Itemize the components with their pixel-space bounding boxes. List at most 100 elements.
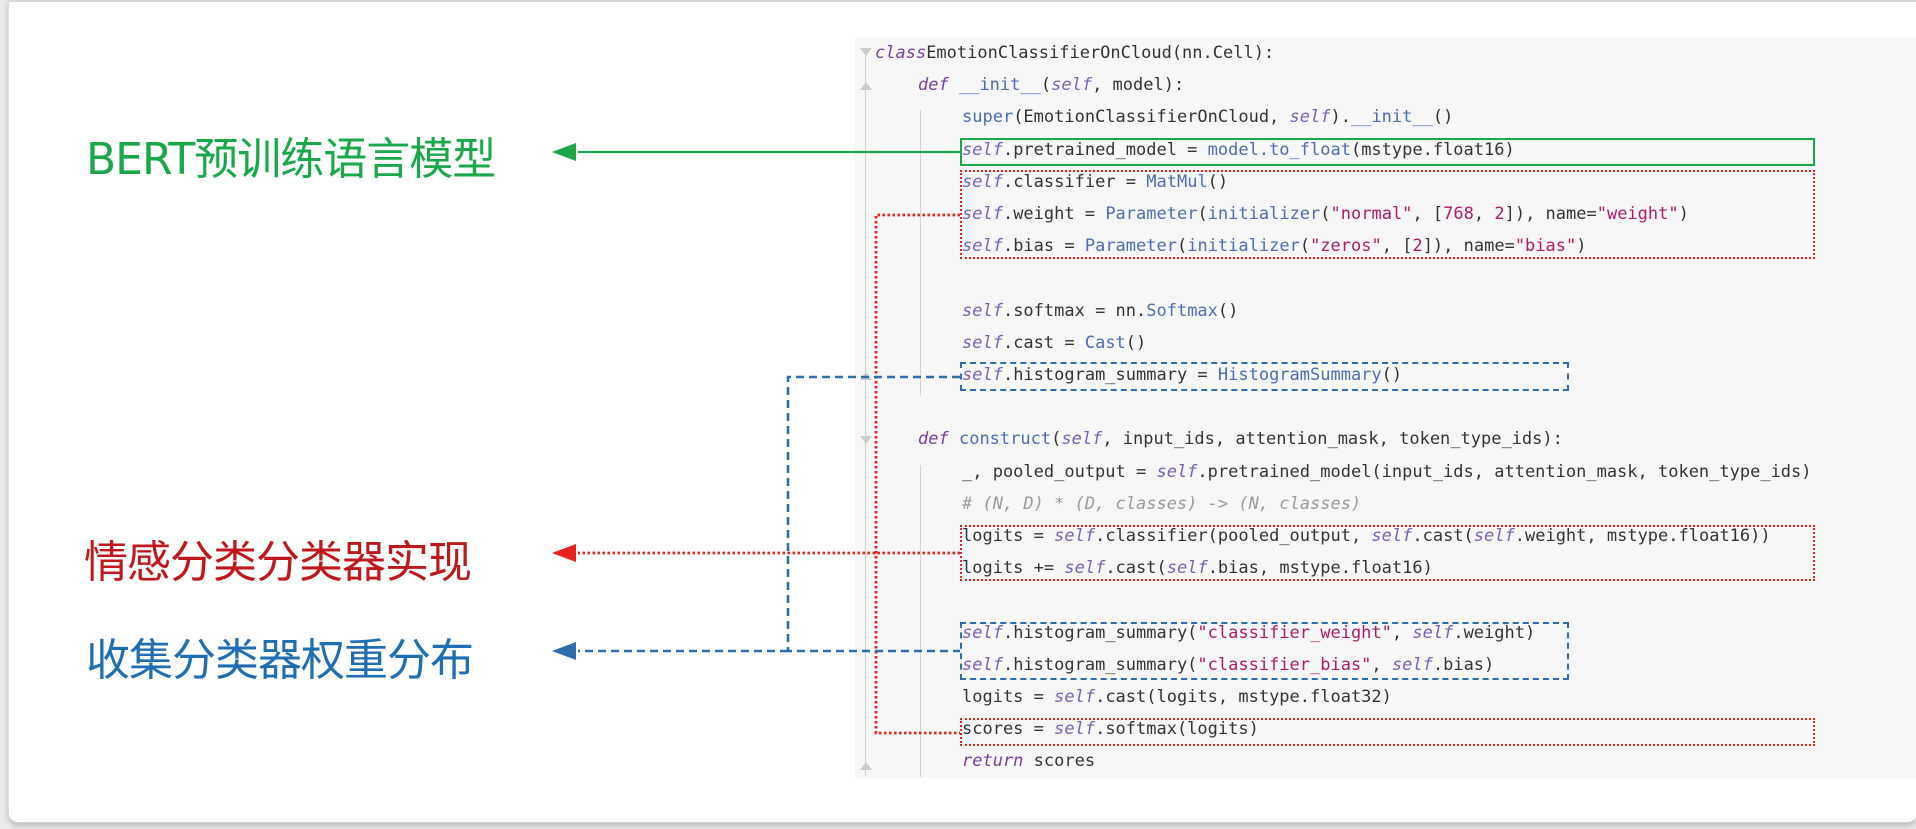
classifier-params-highlight-box: [960, 170, 1815, 259]
code-token: (: [1299, 236, 1311, 257]
code-token: self: [962, 654, 1003, 675]
code-token: self: [1371, 526, 1413, 546]
code-token: Parameter: [1105, 204, 1198, 224]
code-line: logits = self.classifier(pooled_output, …: [962, 524, 1771, 548]
top-border: [9, 0, 1916, 2]
code-token: .cast(: [1412, 526, 1474, 546]
code-token: 2: [1494, 204, 1505, 224]
fold-arrow-icon[interactable]: [860, 48, 872, 56]
code-line: self.classifier = MatMul(): [962, 170, 1228, 194]
fold-end-icon[interactable]: [860, 762, 872, 770]
code-token: .pretrained_model(input_ids, attention_m…: [1197, 461, 1812, 482]
classifier-connector-line: [874, 213, 960, 735]
code-token: ): [1678, 204, 1689, 224]
code-token: self: [962, 622, 1003, 643]
code-token: .cast(logits, mstype.float32): [1095, 687, 1392, 707]
code-token: .softmax(logits): [1095, 719, 1259, 740]
code-token: initializer: [1207, 204, 1321, 224]
code-token: .histogram_summary(: [1002, 654, 1198, 675]
code-token: self: [962, 365, 1003, 385]
code-token: Softmax: [1146, 300, 1218, 321]
code-token: self: [962, 171, 1003, 192]
indent-guide: [920, 110, 921, 396]
code-token: self: [1156, 461, 1198, 482]
code-token: logits =: [962, 687, 1055, 707]
code-line: def __init__(self, model):: [918, 73, 1184, 97]
code-token: logits +=: [962, 558, 1065, 579]
code-token: return: [962, 751, 1024, 772]
code-token: , model):: [1092, 75, 1185, 96]
histogram-summary-highlight-box: [960, 362, 1569, 391]
code-token: super: [962, 107, 1014, 128]
bert-model-label: BERT预训练语言模型: [86, 134, 496, 185]
code-token: "classifier_weight": [1197, 622, 1392, 643]
code-token: scores =: [962, 719, 1055, 740]
code-token: ,: [1391, 622, 1413, 643]
code-token: (): [1381, 365, 1403, 385]
code-line: self.bias = Parameter(initializer("zeros…: [962, 234, 1586, 258]
code-token: (: [1040, 75, 1052, 96]
code-line: self.cast = Cast(): [962, 331, 1146, 355]
code-token: self: [1473, 526, 1515, 546]
code-token: .bias): [1432, 654, 1495, 675]
code-token: ).: [1330, 107, 1351, 128]
code-token: .histogram_summary =: [1002, 365, 1218, 385]
code-token: EmotionClassifierOnCloud(nn.Cell):: [926, 43, 1275, 63]
histogram-label: 收集分类器权重分布: [86, 635, 474, 686]
code-token: # (N, D) * (D, classes) -> (N, classes): [962, 493, 1362, 514]
code-token: self: [1061, 429, 1103, 450]
code-token: self: [962, 139, 1003, 160]
code-line: self.histogram_summary = HistogramSummar…: [962, 363, 1402, 387]
code-token: construct: [958, 429, 1052, 450]
code-token: HistogramSummary: [1217, 365, 1382, 385]
code-token: .bias, mstype.float16): [1207, 558, 1433, 579]
histogram-arrow-head: [552, 642, 576, 660]
code-token: .weight, mstype.float16)): [1514, 526, 1771, 546]
pretrained-model-highlight-box: [960, 138, 1815, 166]
code-token: def: [918, 75, 949, 96]
code-token: "classifier_bias": [1197, 654, 1372, 675]
code-token: .classifier(pooled_output,: [1095, 526, 1372, 546]
classifier-arrow-head: [552, 544, 576, 562]
code-token: (: [1197, 204, 1208, 224]
code-token: self: [1054, 719, 1096, 740]
code-token: ]), name=: [1504, 204, 1597, 224]
code-token: MatMul: [1146, 171, 1208, 192]
bert-arrow-head: [552, 143, 576, 161]
code-line: logits = self.cast(logits, mstype.float3…: [962, 685, 1392, 709]
code-line: # (N, D) * (D, classes) -> (N, classes): [962, 492, 1361, 516]
code-token: class: [875, 43, 927, 63]
code-gutter-line: [865, 48, 866, 776]
code-token: self: [1166, 558, 1208, 579]
code-panel: [855, 38, 1916, 778]
code-token: .weight =: [1002, 204, 1106, 224]
code-token: self: [962, 204, 1003, 224]
code-token: "zeros": [1310, 236, 1382, 257]
histogram-connector-line: [786, 375, 960, 653]
code-token: ]), name=: [1422, 236, 1515, 257]
code-token: (: [1320, 204, 1331, 224]
code-token: , [: [1381, 236, 1413, 257]
code-token: .weight): [1453, 622, 1536, 643]
code-token: .cast =: [1002, 332, 1085, 353]
code-token: (): [1217, 300, 1239, 321]
code-line: super(EmotionClassifierOnCloud, self).__…: [962, 105, 1453, 129]
code-line: scores = self.softmax(logits): [962, 717, 1259, 741]
code-line: self.weight = Parameter(initializer("nor…: [962, 202, 1689, 226]
code-token: self: [1064, 558, 1106, 579]
code-token: self: [962, 236, 1003, 257]
code-token: (): [1125, 332, 1147, 353]
fold-arrow-icon[interactable]: [860, 436, 872, 444]
code-line: self.histogram_summary("classifier_weigh…: [962, 621, 1535, 645]
code-token: scores: [1023, 751, 1096, 772]
code-token: self: [1054, 687, 1096, 707]
code-token: (EmotionClassifierOnCloud,: [1013, 107, 1290, 128]
code-token: ,: [1473, 204, 1495, 224]
code-token: self: [1051, 75, 1093, 96]
code-line: self.softmax = nn.Softmax(): [962, 299, 1238, 323]
code-token: __init__: [958, 75, 1041, 96]
fold-end-icon[interactable]: [860, 82, 872, 90]
code-line: self.histogram_summary("classifier_bias"…: [962, 653, 1494, 677]
code-line: self.pretrained_model = model.to_float(m…: [962, 138, 1515, 162]
